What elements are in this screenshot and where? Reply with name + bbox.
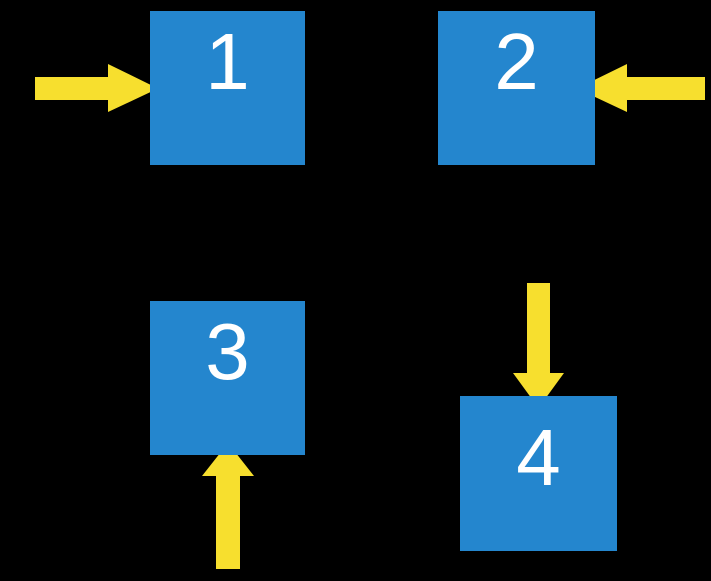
node-box-3-label: 3 bbox=[205, 307, 250, 396]
arrow-right-shape bbox=[35, 64, 158, 112]
arrow-up-shape bbox=[202, 443, 254, 569]
node-box-2-label: 2 bbox=[494, 17, 539, 106]
node-box-3[interactable]: 3 bbox=[150, 301, 305, 455]
node-box-4-label: 4 bbox=[516, 413, 561, 502]
arrow-left-shape bbox=[577, 64, 705, 112]
arrow-down-shape bbox=[513, 283, 564, 408]
node-box-1-label: 1 bbox=[205, 17, 250, 106]
node-box-1[interactable]: 1 bbox=[150, 11, 305, 165]
node-box-4[interactable]: 4 bbox=[460, 396, 617, 551]
node-box-2[interactable]: 2 bbox=[438, 11, 595, 165]
